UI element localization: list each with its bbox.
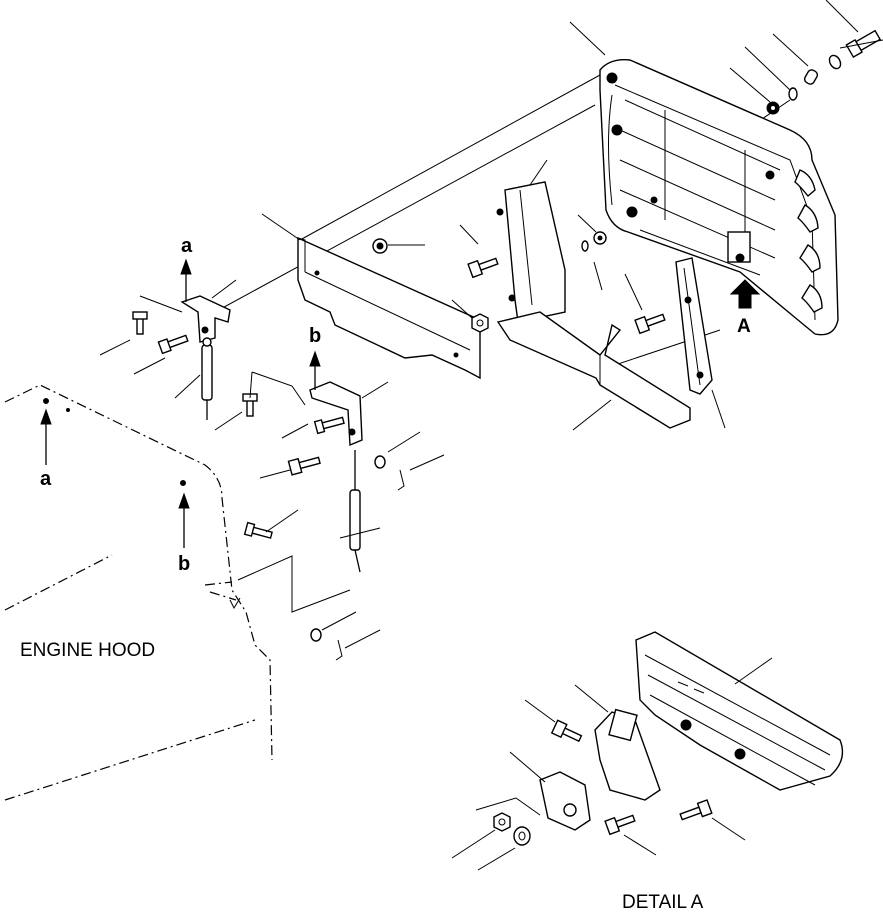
bolts-left [132,311,405,661]
support-plate [297,236,481,380]
side-cover-right [675,257,713,395]
detail-a-label: DETAIL A [622,892,704,913]
detail-a-bracket [594,708,661,801]
hinge-bracket-left [180,295,231,343]
callout-leaders [99,0,883,649]
engine-hood-outline [4,384,273,801]
view-label-a: A [737,316,751,337]
engine-hood-label: ENGINE HOOD [20,640,155,661]
nut-icon [471,313,489,333]
lower-bracket [496,311,691,429]
side-cover-left [496,181,566,323]
detail-a-leaders [451,657,773,871]
group-brackets [139,295,351,613]
pin-icon [243,521,273,539]
view-arrow-a [729,279,761,309]
radiator-grille [599,59,839,336]
bolt-icon [634,313,666,335]
bolt-icon [132,311,148,335]
bolt-icon [845,29,882,59]
hinge-bracket-center [309,381,363,447]
ref-label-b-top: b [309,325,321,347]
ref-label-a-top: a [181,235,193,257]
gas-spring-center [349,450,361,573]
pin-icon [313,416,345,435]
gas-spring-left [201,337,213,420]
bolt-icon [679,799,713,821]
bolt-icon [550,719,583,743]
bolt-icon [157,334,189,355]
grille-mount-hardware [766,29,882,115]
bolt-icon [287,456,321,476]
bolt-icon [604,814,636,836]
bolts-center [467,231,666,335]
bolt-icon [467,257,499,279]
ref-arrow-b-top [309,350,321,390]
detail-a-fasteners [493,719,713,846]
ref-arrow-a-top [180,258,192,302]
ref-label-a-bottom: a [40,468,52,490]
nut-icon [493,812,511,832]
ref-label-b-bottom: b [178,553,190,575]
detail-a-latch [475,771,591,831]
detail-a-grille-section [635,631,844,791]
ref-arrow-b-bottom [178,492,190,548]
ref-arrow-a-bottom [40,408,52,465]
